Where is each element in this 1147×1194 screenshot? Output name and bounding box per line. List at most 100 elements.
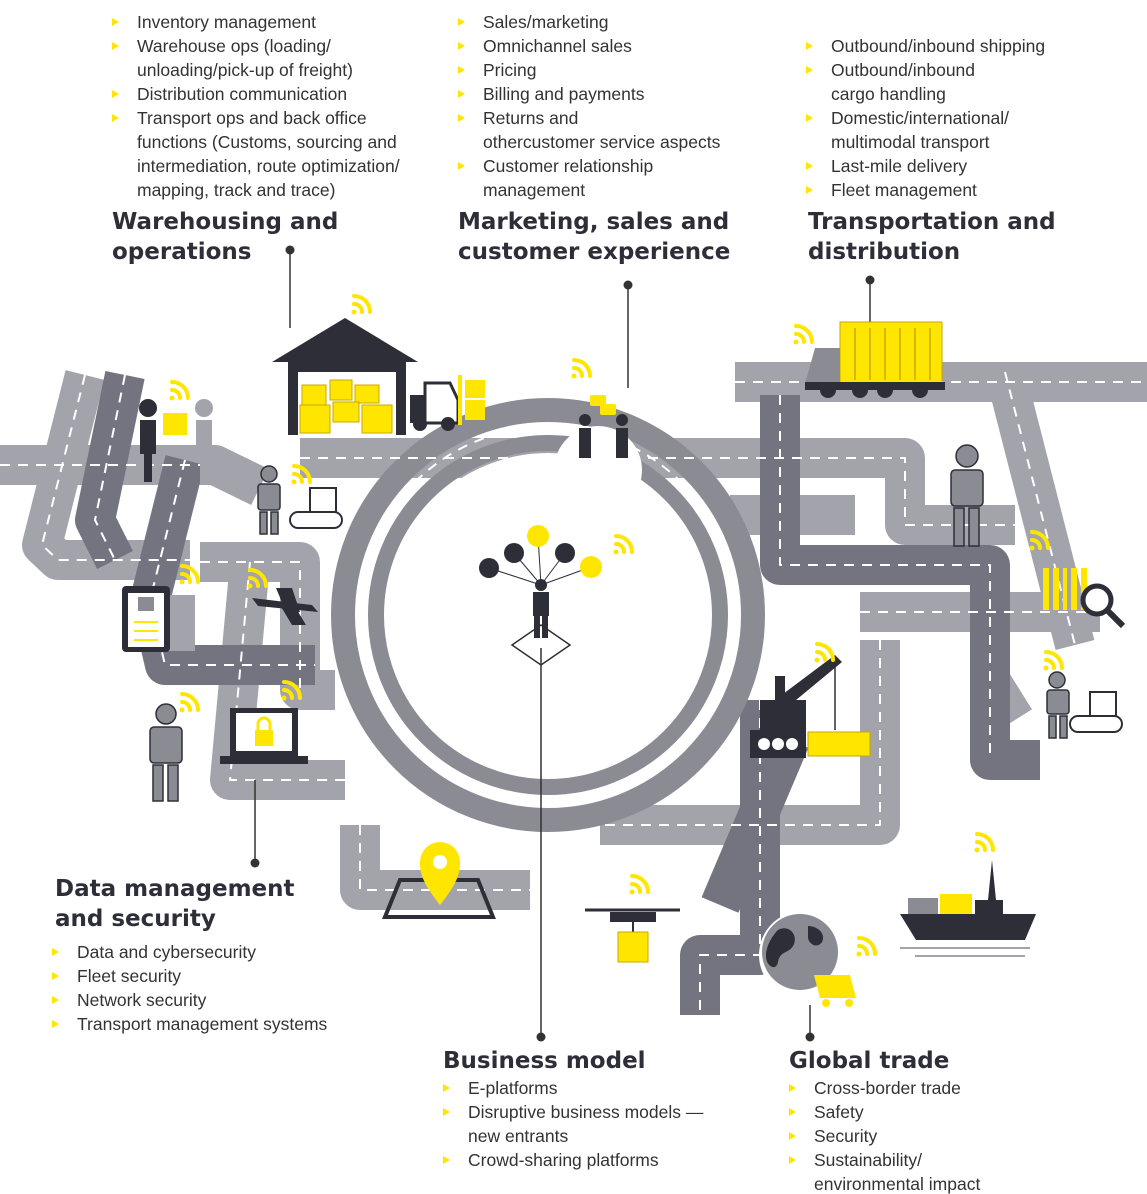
bullet-triangle-icon [443,1156,450,1164]
list-item-text: Sustainability/ environmental impact [814,1150,981,1194]
list-item: Safety [789,1100,1089,1124]
list-item: Sustainability/ environmental impact [789,1148,1089,1194]
bullet-triangle-icon [458,114,465,122]
data-security-heading: Data management and security [55,876,295,932]
globe-cart-icon [759,911,856,1007]
list-item: Warehouse ops (loading/ unloading/pick-u… [112,34,442,82]
list-item: Billing and payments [458,82,768,106]
bullet-triangle-icon [789,1156,796,1164]
list-item-text: Billing and payments [483,84,645,104]
list-item-text: E-platforms [468,1078,558,1098]
bullet-triangle-icon [112,90,119,98]
list-item-text: Sales/marketing [483,12,609,32]
list-item-text: Transport management systems [77,1014,328,1034]
bullet-triangle-icon [458,162,465,170]
list-item-text: Network security [77,990,207,1010]
list-item-text: Customer relationship management [483,156,654,200]
bullet-triangle-icon [789,1132,796,1140]
list-item: Inventory management [112,10,442,34]
people-chat-icon [554,395,642,514]
list-item: Distribution communication [112,82,442,106]
leader-lines [254,250,871,1036]
bullet-triangle-icon [52,948,59,956]
list-item-text: Last-mile delivery [831,156,968,176]
conveyor-crate-icon [289,487,343,529]
warehouse-icon [272,318,418,435]
handover-people-icon [139,399,213,482]
list-item: Outbound/inbound cargo handling [806,58,1126,106]
list-item: Crowd-sharing platforms [443,1148,763,1172]
transportation-heading: Transportation and distribution [808,209,1056,265]
marketing-heading: Marketing, sales and customer experience [458,209,731,265]
list-item-text: Fleet management [831,180,977,200]
list-item-text: Transport ops and back office functions … [137,108,400,200]
list-item-text: Cross-border trade [814,1078,961,1098]
list-item-text: Omnichannel sales [483,36,632,56]
list-item-text: Disruptive business models — new entrant… [468,1102,704,1146]
bullet-triangle-icon [458,90,465,98]
checklist-clipboard-icon [122,586,195,652]
list-item: Pricing [458,58,768,82]
bullet-triangle-icon [52,996,59,1004]
bullet-triangle-icon [806,66,813,74]
bullet-triangle-icon [112,114,119,122]
robot-icon [1046,671,1070,739]
list-item: Last-mile delivery [806,154,1126,178]
list-item: Data and cybersecurity [52,940,372,964]
warehousing-heading: Warehousing and operations [112,209,339,265]
bullet-triangle-icon [806,186,813,194]
conveyor-crate-icon [1069,691,1123,733]
list-item-text: Outbound/inbound cargo handling [831,60,976,104]
list-item-text: Domestic/international/ multimodal trans… [831,108,1009,152]
list-item-text: Security [814,1126,878,1146]
robot-icon [149,703,183,802]
list-item: Domestic/international/ multimodal trans… [806,106,1126,154]
list-item-text: Crowd-sharing platforms [468,1150,659,1170]
list-item: Returns and othercustomer service aspect… [458,106,768,154]
cargo-ship-icon [900,860,1036,957]
bullet-triangle-icon [789,1108,796,1116]
robot-icon [257,465,281,535]
bullet-triangle-icon [458,66,465,74]
list-item: Transport management systems [52,1012,372,1036]
list-item: Security [789,1124,1089,1148]
list-item: Disruptive business models — new entrant… [443,1100,763,1148]
list-item: E-platforms [443,1076,763,1100]
bullet-triangle-icon [52,1020,59,1028]
bullet-triangle-icon [112,42,119,50]
bullet-triangle-icon [806,42,813,50]
laptop-lock-icon [220,708,308,764]
forklift-icon [410,375,485,431]
robot-icon [950,444,984,547]
map-pin-icon [382,842,496,919]
bullet-triangle-icon [52,972,59,980]
global-trade-heading: Global trade [789,1048,950,1074]
list-item-text: Warehouse ops (loading/ unloading/pick-u… [137,36,353,80]
balloon-person-icon [479,525,602,666]
crane-container-icon [750,655,871,758]
bullet-triangle-icon [458,18,465,26]
list-item: Cross-border trade [789,1076,1089,1100]
list-item-text: Distribution communication [137,84,348,104]
airplane-icon [252,588,318,625]
barcode-magnifier-icon [1043,568,1126,629]
list-item-text: Data and cybersecurity [77,942,256,962]
bullet-triangle-icon [458,42,465,50]
wifi-signal-icon [169,294,1064,957]
list-item: Transport ops and back office functions … [112,106,442,202]
list-item: Customer relationship management [458,154,768,202]
bullet-triangle-icon [806,114,813,122]
list-item-text: Returns and othercustomer service aspect… [483,108,721,152]
